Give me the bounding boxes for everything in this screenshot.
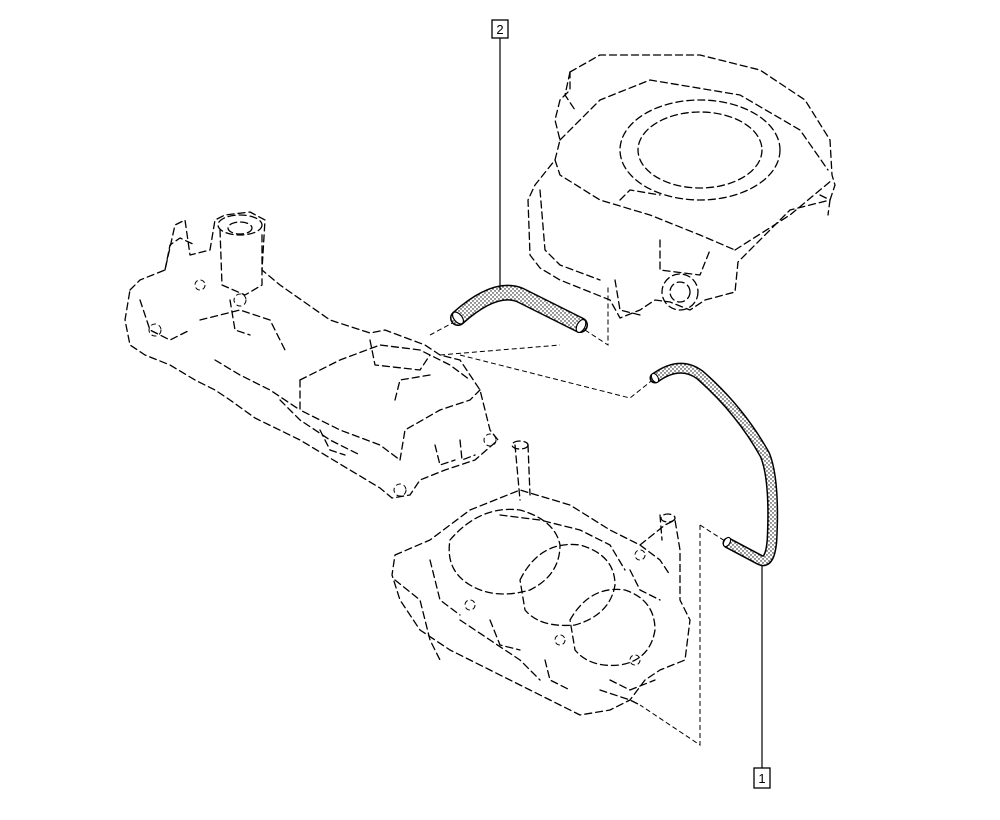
cylinder-head-cover [124, 211, 499, 499]
hose-long-part-1 [649, 362, 779, 567]
callout-2: 2 [491, 19, 509, 39]
callout-1-label: 1 [758, 771, 765, 786]
callout-2-label: 2 [496, 22, 503, 37]
connection-lines [429, 285, 729, 746]
hose-short-part-2 [450, 284, 588, 334]
callout-1: 1 [753, 767, 771, 789]
inlet-manifold [391, 440, 691, 716]
air-filter-housing [527, 54, 836, 319]
